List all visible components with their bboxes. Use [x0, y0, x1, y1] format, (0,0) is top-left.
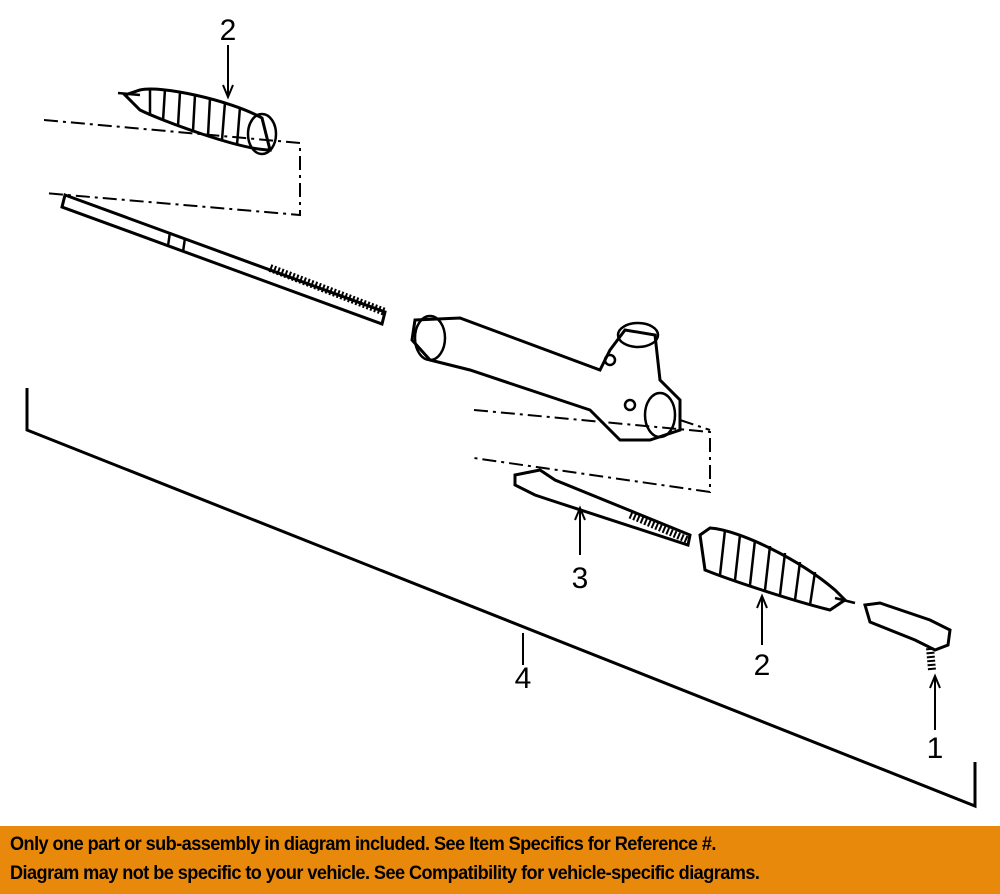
callout-inner-tie-rod: 3: [572, 562, 589, 595]
outer-tie-rod-end-part: [863, 601, 952, 671]
disclaimer-banner: Only one part or sub-assembly in diagram…: [0, 826, 1000, 894]
banner-line-2: Diagram may not be specific to your vehi…: [10, 862, 760, 884]
callout-rack-assembly: 4: [515, 662, 532, 695]
callout-outer-tie-rod-end: 1: [927, 732, 944, 765]
rack-bar-part: [60, 193, 387, 326]
rack-housing-part: [410, 314, 711, 442]
steering-rack-diagram: 2 3 4 2 1: [25, 14, 977, 809]
banner-line-1: Only one part or sub-assembly in diagram…: [10, 833, 716, 855]
callout-boot-upper: 2: [220, 14, 237, 47]
leader-lines: [222, 45, 941, 730]
boot-lower-part: [698, 526, 856, 612]
assembly-bracket: [25, 388, 977, 809]
boot-upper-part: [43, 87, 301, 217]
callout-boot-lower: 2: [754, 649, 771, 682]
inner-tie-rod-part: [473, 409, 711, 547]
